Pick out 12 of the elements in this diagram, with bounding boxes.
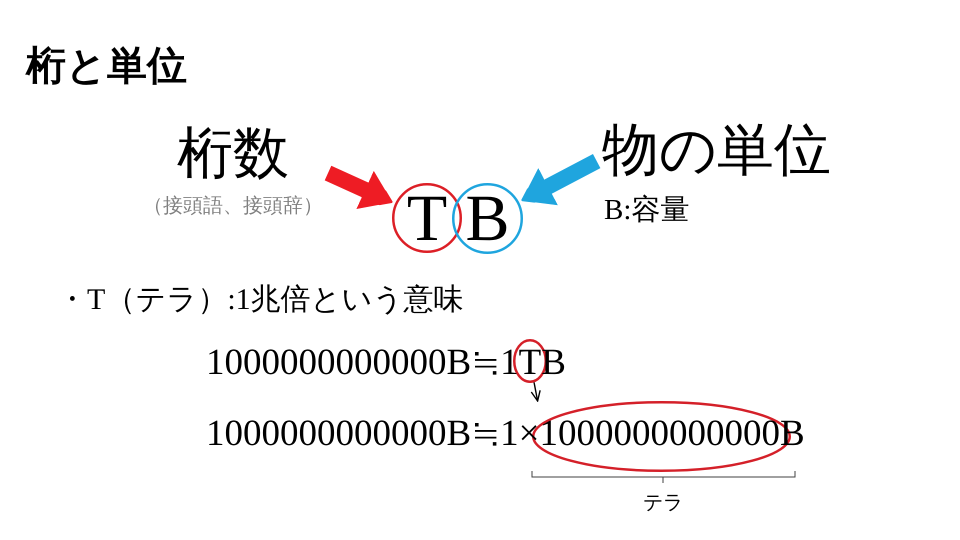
unit-note: B:容量 xyxy=(604,196,690,225)
block-arrow xyxy=(324,166,394,210)
term-heading: 桁数 xyxy=(177,125,289,181)
slide-title: 桁と単位 xyxy=(26,46,187,86)
prefix-letter: T xyxy=(406,194,448,243)
arrow xyxy=(530,382,541,402)
term-heading: 物の単位 xyxy=(602,122,831,179)
unit-letter: B xyxy=(465,194,510,244)
bracket-label: テラ xyxy=(643,493,683,513)
term-note: （接頭語、接頭辞） xyxy=(143,196,323,216)
bullet-text: ・T（テラ）:1兆倍という意味 xyxy=(57,285,464,315)
block-arrow xyxy=(520,154,600,206)
